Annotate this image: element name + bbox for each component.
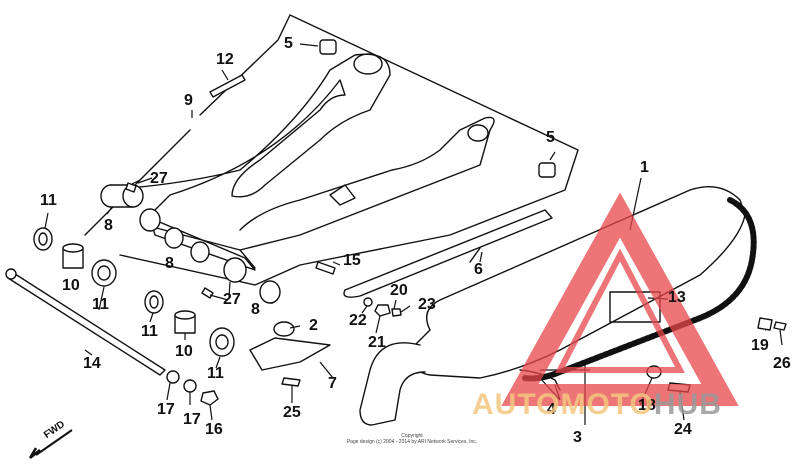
callout-19[interactable]: 19 — [751, 337, 769, 354]
seal-11c — [144, 290, 164, 314]
grease-fitting-27a — [125, 182, 137, 193]
callout-11d[interactable]: 11 — [207, 365, 224, 382]
callout-5a[interactable]: 5 — [284, 35, 293, 52]
copyright-line-2: Page design (c) 2004 - 2014 by ARI Netwo… — [346, 438, 478, 445]
watermark-logo — [501, 192, 739, 406]
watermark-hub: HUB — [653, 388, 722, 421]
collar-5b — [538, 162, 556, 178]
bearing-set-left — [100, 184, 281, 304]
collar-5a — [319, 39, 337, 55]
callout-20[interactable]: 20 — [390, 282, 408, 299]
callout-4[interactable]: 4 — [547, 401, 556, 418]
callout-27a[interactable]: 27 — [150, 170, 168, 187]
callout-8a[interactable]: 8 — [104, 217, 113, 234]
callout-18[interactable]: 18 — [638, 397, 656, 414]
copyright-notice: Copyright Page design (c) 2004 - 2014 by… — [312, 433, 512, 445]
callout-13[interactable]: 13 — [668, 289, 686, 306]
callout-24[interactable]: 24 — [674, 421, 692, 438]
grease-fitting-27b — [201, 287, 214, 299]
callout-11c[interactable]: 11 — [141, 323, 158, 340]
bracket-7 — [249, 337, 331, 371]
callout-21[interactable]: 21 — [368, 334, 386, 351]
bolt-25 — [281, 377, 301, 387]
callout-5b[interactable]: 5 — [546, 129, 555, 146]
nut-16 — [200, 390, 219, 406]
callout-15[interactable]: 15 — [343, 252, 361, 269]
washer-17a — [166, 370, 180, 384]
callout-22[interactable]: 22 — [349, 312, 367, 329]
nut-21 — [374, 304, 391, 317]
callout-3[interactable]: 3 — [573, 429, 582, 446]
washer-22 — [363, 297, 373, 307]
fwd-arrow — [28, 429, 73, 459]
callout-11a[interactable]: 11 — [40, 192, 57, 209]
swingarm-group-outline — [84, 14, 579, 286]
bolt-15 — [315, 261, 336, 275]
callout-10a[interactable]: 10 — [62, 277, 80, 294]
pin-12 — [209, 74, 246, 98]
watermark-main: AUTOMOTO — [472, 388, 654, 421]
callout-2[interactable]: 2 — [309, 317, 318, 334]
callout-14[interactable]: 14 — [83, 355, 101, 372]
callout-11b[interactable]: 11 — [92, 296, 109, 313]
callout-16[interactable]: 16 — [205, 421, 223, 438]
callout-17a[interactable]: 17 — [157, 401, 175, 418]
copyright-line-1: Copyright — [401, 433, 423, 439]
callout-26[interactable]: 26 — [773, 355, 791, 372]
bearing-11d — [209, 327, 235, 357]
washer-17b — [183, 379, 197, 393]
callout-8b[interactable]: 8 — [165, 255, 174, 272]
drive-chain — [522, 197, 757, 382]
cap-2 — [273, 321, 295, 337]
bearing-11b — [91, 259, 117, 287]
callout-25[interactable]: 25 — [283, 404, 301, 421]
callout-1[interactable]: 1 — [640, 159, 649, 176]
chain-guide — [343, 209, 553, 298]
callout-7[interactable]: 7 — [328, 375, 337, 392]
callout-27b[interactable]: 27 — [223, 291, 241, 308]
callout-6[interactable]: 6 — [474, 261, 483, 278]
callout-23[interactable]: 23 — [418, 296, 436, 313]
bolt-19 — [757, 317, 773, 331]
callout-9[interactable]: 9 — [184, 92, 193, 109]
callout-12[interactable]: 12 — [216, 51, 234, 68]
nut-20 — [391, 308, 402, 317]
callout-17b[interactable]: 17 — [183, 411, 201, 428]
seal-11a — [33, 227, 53, 251]
callout-10b[interactable]: 10 — [175, 343, 193, 360]
swingarm — [104, 53, 495, 251]
watermark-text: AUTOMOTOHUB — [472, 388, 722, 422]
bolt-26 — [773, 321, 787, 331]
callout-8c[interactable]: 8 — [251, 301, 260, 318]
